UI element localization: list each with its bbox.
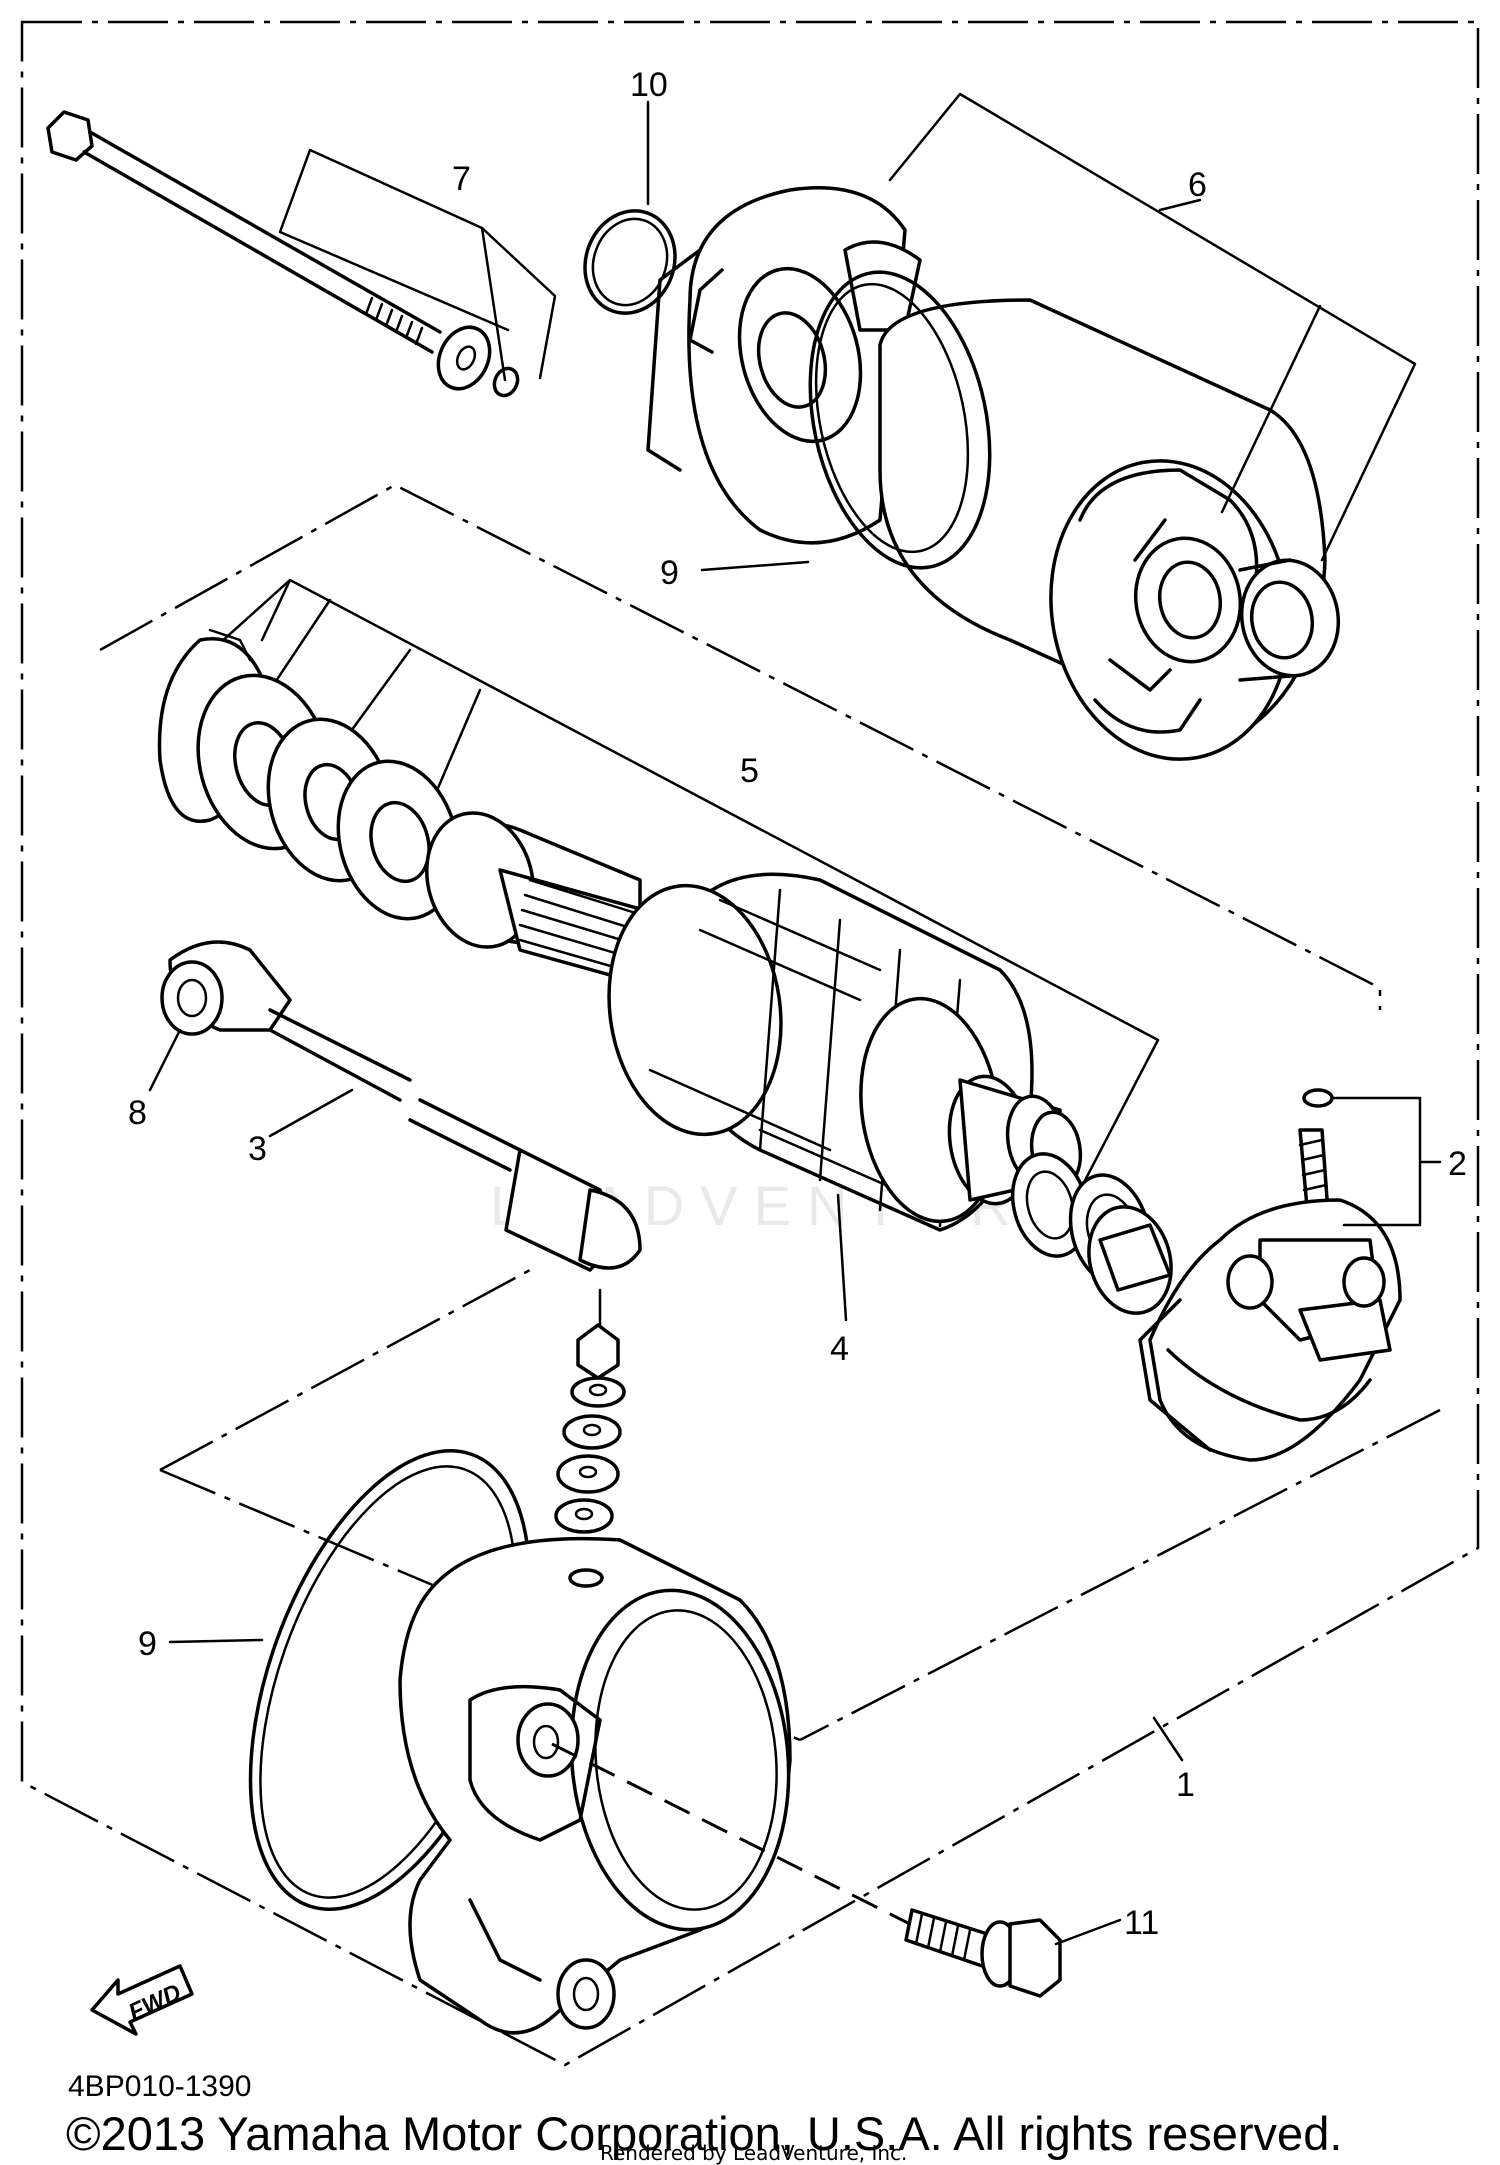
group-box-5 xyxy=(99,483,1382,1010)
callout-8: 8 xyxy=(128,1094,147,1132)
brush-holder-part-2 xyxy=(1138,1088,1402,1462)
leader-2 xyxy=(1332,1096,1442,1227)
leader-9-lower xyxy=(168,1638,264,1644)
leader-4 xyxy=(836,1193,848,1322)
callout-11: 11 xyxy=(1124,1904,1159,1942)
callout-9-lower: 9 xyxy=(138,1625,157,1663)
callout-4: 4 xyxy=(830,1330,849,1368)
leader-shaft-line xyxy=(551,1742,911,1926)
washer-set-part-5 xyxy=(157,628,460,921)
terminal-nut-washers xyxy=(554,1288,626,1572)
through-bolt-part-7 xyxy=(46,110,520,398)
armature-end-washers xyxy=(1010,1152,1173,1315)
rear-housing xyxy=(398,1536,792,2035)
rendered-by-notice: Rendered by LeadVenture, Inc. xyxy=(600,2141,907,2165)
leader-8 xyxy=(148,1028,182,1092)
leader-9-top xyxy=(700,560,810,572)
callout-5: 5 xyxy=(740,752,759,790)
front-cover-part-6 xyxy=(646,186,1341,761)
copyright-notice: ©2013 Yamaha Motor Corporation, U.S.A. A… xyxy=(66,2107,1342,2160)
callout-7: 7 xyxy=(452,160,471,198)
lead-wire-part-3 xyxy=(160,940,642,1272)
fwd-arrow-icon: FWD xyxy=(90,1964,194,2036)
callout-3: 3 xyxy=(248,1130,267,1168)
assembly-boundary xyxy=(20,20,1480,2067)
mounting-bolt-part-11 xyxy=(904,1908,1062,1998)
leader-5 xyxy=(188,578,1160,1192)
leader-7 xyxy=(278,148,557,382)
leader-6 xyxy=(888,92,1417,562)
armature-part-4 xyxy=(425,811,1083,1232)
leader-1 xyxy=(1152,1716,1184,1762)
o-ring-part-10-inner xyxy=(591,217,669,307)
o-ring-part-10 xyxy=(583,209,677,315)
callout-9-top: 9 xyxy=(660,554,679,592)
leader-11 xyxy=(1054,1918,1122,1946)
callout-6: 6 xyxy=(1188,166,1207,204)
callout-1: 1 xyxy=(1176,1766,1195,1804)
callout-2: 2 xyxy=(1448,1145,1467,1183)
callout-10: 10 xyxy=(630,66,668,104)
leader-3 xyxy=(268,1088,354,1138)
drawing-code: 4BP010-1390 xyxy=(68,2070,252,2103)
